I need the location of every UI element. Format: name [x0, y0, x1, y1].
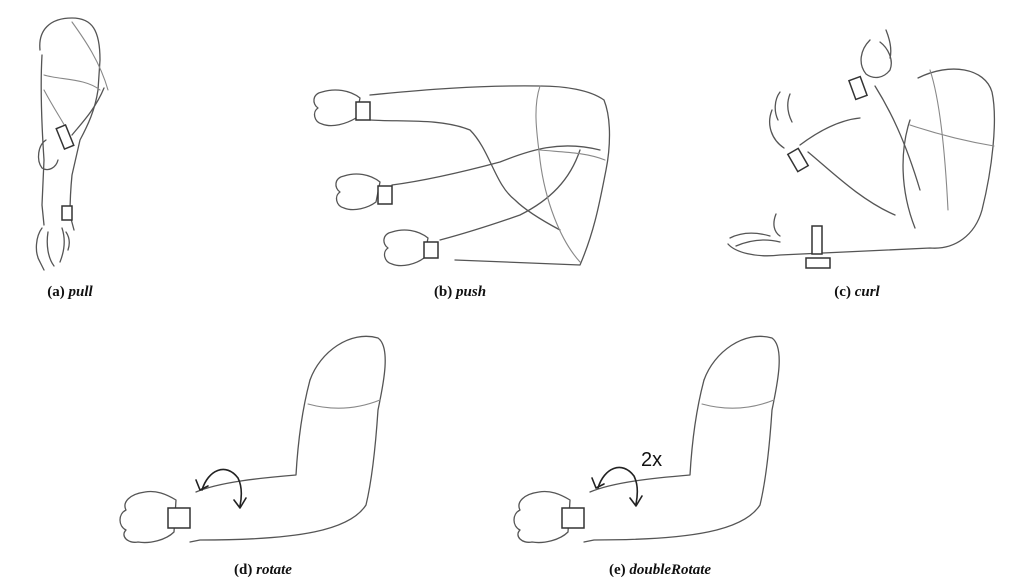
repeat-count-label: 2x: [641, 449, 663, 471]
caption-pull: (a) pull: [47, 284, 92, 301]
wrist-band-icon: [377, 185, 393, 205]
caption-label: (c): [834, 284, 851, 300]
curl-arm-sketch: [727, 29, 996, 269]
wrist-band-icon: [167, 507, 191, 529]
wrist-band-icon: [805, 257, 831, 269]
caption-name: rotate: [256, 562, 292, 578]
caption-curl: (c) curl: [834, 284, 879, 301]
push-arm-sketch: [313, 85, 611, 267]
wrist-band-icon: [847, 75, 869, 101]
wrist-band-icon: [61, 205, 73, 221]
rotate-arrow-icon: [597, 466, 643, 507]
caption-double-rotate: (e) doubleRotate: [609, 562, 711, 579]
caption-name: push: [456, 284, 487, 300]
caption-label: (b): [433, 284, 453, 300]
wrist-band-icon: [811, 225, 823, 255]
wrist-band-icon: [786, 147, 810, 173]
caption-name: doubleRotate: [629, 562, 712, 578]
wrist-band-icon: [55, 123, 75, 151]
pull-arm-sketch: [35, 17, 109, 271]
rotate-arm-sketch: [119, 335, 386, 544]
caption-label: (d): [234, 562, 253, 578]
caption-rotate: (d) rotate: [234, 562, 292, 579]
rotate-arrow-icon: [201, 468, 247, 509]
caption-label: (e): [608, 562, 626, 578]
caption-label: (a): [47, 284, 65, 300]
caption-name: curl: [854, 284, 880, 300]
wrist-band-icon: [423, 241, 439, 259]
caption-push: (b) push: [434, 284, 486, 301]
caption-name: pull: [68, 284, 93, 300]
wrist-band-icon: [355, 101, 371, 121]
wrist-band-icon: [561, 507, 585, 529]
double-rotate-arm-sketch: [513, 335, 780, 544]
